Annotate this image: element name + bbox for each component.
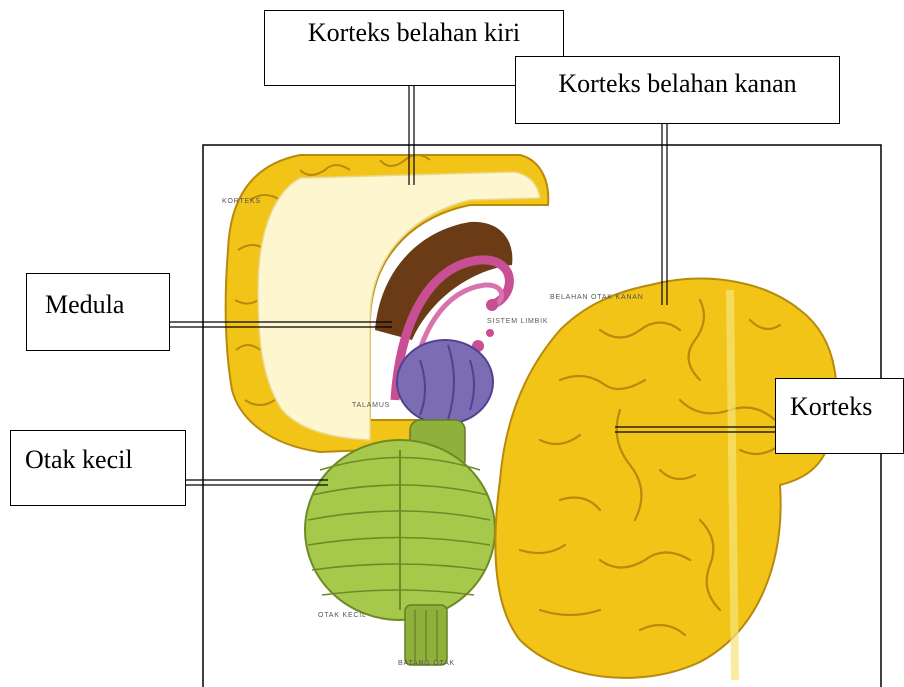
callout-left-cortex-text: Korteks belahan kiri xyxy=(308,18,520,48)
label-korteks-small: KORTEKS xyxy=(222,198,261,205)
callout-cortex-text: Korteks xyxy=(790,392,872,422)
label-sistem-limbik: SISTEM LIMBIK xyxy=(487,318,548,325)
callout-cerebellum: Otak kecil xyxy=(10,430,186,506)
label-batang-otak: BATANG OTAK xyxy=(398,660,455,667)
callout-right-cortex-text: Korteks belahan kanan xyxy=(558,69,796,99)
callout-medula: Medula xyxy=(26,273,170,351)
callout-right-cortex: Korteks belahan kanan xyxy=(515,56,840,124)
label-otak-kecil-small: OTAK KECIL xyxy=(318,612,367,619)
label-belahan-otak-kanan: BELAHAN OTAK KANAN xyxy=(550,294,644,301)
callout-medula-text: Medula xyxy=(45,290,124,320)
label-talamus: TALAMUS xyxy=(352,402,390,409)
callout-cortex: Korteks xyxy=(775,378,904,454)
callout-cerebellum-text: Otak kecil xyxy=(25,445,133,475)
